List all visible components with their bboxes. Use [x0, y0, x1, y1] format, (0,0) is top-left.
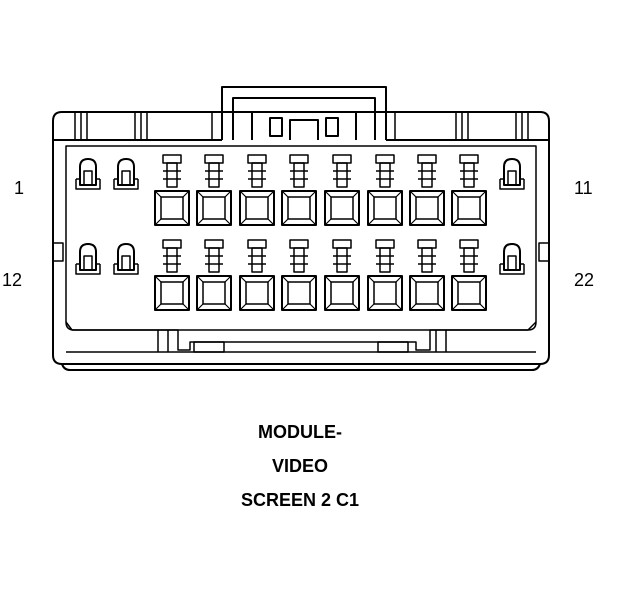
pin-cavity-8 [367, 154, 403, 226]
pin-cavity-18 [324, 239, 360, 311]
pin-cavity-7 [324, 154, 360, 226]
pin-cavity-22 [499, 243, 525, 275]
pin-cavity-4 [196, 154, 232, 226]
caption-line-2: VIDEO [271, 456, 328, 476]
pin-label-22: 22 [574, 270, 595, 290]
pin-cavities [75, 154, 525, 311]
top-ribs [74, 112, 529, 140]
pin-cavity-21 [451, 239, 487, 311]
pin-label-1: 1 [14, 178, 25, 198]
bottom-clip-right [377, 341, 409, 353]
caption-line-1: MODULE- [258, 422, 342, 442]
pin-cavity-16 [239, 239, 275, 311]
housing-bottom-lip [61, 363, 541, 371]
pin-cavity-19 [367, 239, 403, 311]
bottom-rail [65, 321, 537, 351]
top-latch [221, 86, 387, 140]
latch-center-block [289, 119, 319, 140]
pin-cavity-17 [281, 239, 317, 311]
right-side-notch [538, 242, 550, 262]
pin-cavity-9 [409, 154, 445, 226]
pin-cavity-20 [409, 239, 445, 311]
latch-notch [251, 111, 357, 140]
pin-cavity-3 [154, 154, 190, 226]
housing-inner-frame [65, 145, 537, 331]
housing-outline [52, 111, 550, 365]
pin-cavity-12 [75, 243, 101, 275]
pin-cavity-2 [113, 158, 139, 190]
latch-slot-right [325, 117, 339, 137]
pin-cavity-5 [239, 154, 275, 226]
pin-cavity-13 [113, 243, 139, 275]
pin-cavity-1 [75, 158, 101, 190]
pin-label-12: 12 [2, 270, 23, 290]
pin-cavity-11 [499, 158, 525, 190]
pin-cavity-10 [451, 154, 487, 226]
caption-line-3: SCREEN 2 C1 [240, 490, 360, 510]
pin-cavity-15 [196, 239, 232, 311]
left-side-notch [52, 242, 64, 262]
top-latch-inner [232, 97, 376, 140]
pin-cavity-14 [154, 239, 190, 311]
bottom-clip-left [193, 341, 225, 353]
latch-slot-left [269, 117, 283, 137]
pin-cavity-6 [281, 154, 317, 226]
pin-label-11: 11 [574, 178, 593, 198]
